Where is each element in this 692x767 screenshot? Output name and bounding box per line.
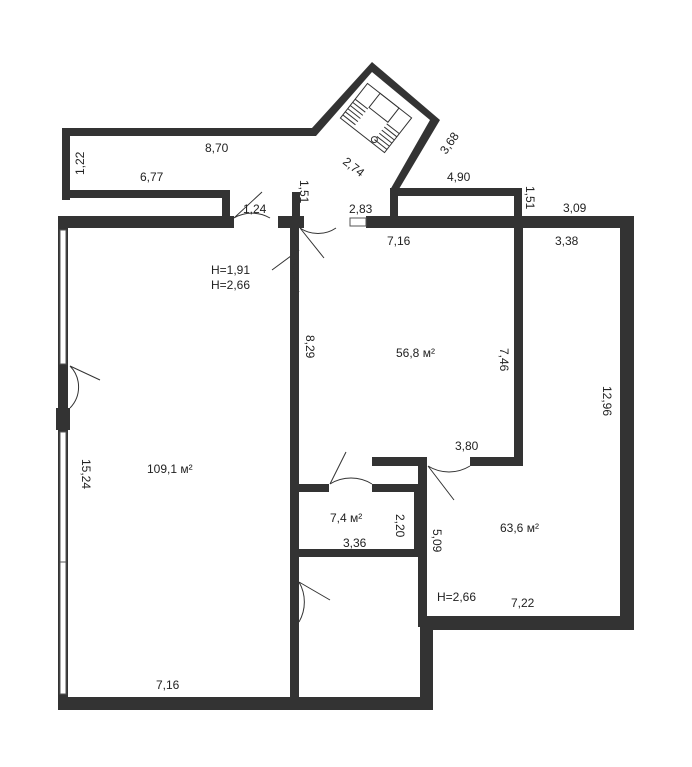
door-stairs <box>299 227 337 259</box>
area-1091: 109,1 м² <box>147 462 193 476</box>
area-636: 63,6 м² <box>500 521 539 535</box>
dim-380: 3,80 <box>455 439 479 453</box>
wall-746 <box>514 228 523 464</box>
height-191: H=1,91 <box>211 263 250 277</box>
dim-1296: 12,96 <box>600 386 614 416</box>
wall-380 <box>470 457 523 466</box>
dim-220: 2,20 <box>393 514 407 538</box>
wall-small-top-b <box>372 484 422 492</box>
window-1 <box>59 229 67 365</box>
wall-490-left <box>390 190 398 228</box>
wall-small-bottom <box>299 549 422 557</box>
dim-368: 3,68 <box>437 129 462 156</box>
wall-pillar <box>56 408 70 430</box>
wall-step <box>420 616 433 710</box>
wall-inner-677 <box>62 190 230 198</box>
walls <box>56 62 634 710</box>
dim-122: 1,22 <box>73 151 87 175</box>
dim-716-top: 7,16 <box>387 234 411 248</box>
labels: 8,70 1,22 6,77 2,74 3,68 4,90 1,51 1,51 … <box>73 129 614 692</box>
dim-151-right: 1,51 <box>523 186 537 210</box>
area-74: 7,4 м² <box>330 511 362 525</box>
wall-490-top <box>390 188 520 196</box>
dim-151-left: 1,51 <box>297 180 311 204</box>
wall-small-right <box>414 484 423 557</box>
dim-746: 7,46 <box>497 348 511 372</box>
wall-top-left <box>58 216 234 228</box>
wall-small-top-a <box>299 484 329 492</box>
wall-corridor-top <box>62 62 440 200</box>
wall-151-right <box>514 188 522 228</box>
wall-380-left <box>372 457 422 466</box>
doors <box>69 191 471 623</box>
wall-right <box>620 216 634 630</box>
dim-829: 8,29 <box>303 335 317 359</box>
door-h191 <box>271 249 300 293</box>
wall-829 <box>290 228 299 710</box>
dim-870: 8,70 <box>205 141 229 155</box>
dim-124: 1,24 <box>243 202 267 216</box>
door-lower <box>298 581 331 623</box>
dim-274: 2,74 <box>340 154 367 180</box>
door-small-room <box>329 451 373 485</box>
dim-509: 5,09 <box>430 529 444 553</box>
height-266-left: H=2,66 <box>211 278 250 292</box>
stair-steps <box>342 98 400 150</box>
dim-336: 3,36 <box>343 536 367 550</box>
stair-marker <box>370 136 378 144</box>
wall-top-right <box>366 216 630 228</box>
window-283 <box>349 217 367 227</box>
dim-716-bottom: 7,16 <box>156 678 180 692</box>
dim-1524: 15,24 <box>79 459 93 489</box>
door-380 <box>427 465 471 501</box>
dim-309: 3,09 <box>563 201 587 215</box>
dim-338: 3,38 <box>555 234 579 248</box>
door-124 <box>233 191 271 219</box>
staircase <box>339 82 413 154</box>
dim-722: 7,22 <box>511 596 535 610</box>
door-left <box>69 365 101 409</box>
stair-landing <box>368 92 400 123</box>
dim-490: 4,90 <box>447 170 471 184</box>
wall-bottom-right <box>420 616 634 630</box>
window-2 <box>59 431 67 563</box>
wall-151-left <box>292 192 300 228</box>
window-3 <box>59 561 67 695</box>
wall-inner-677-end <box>222 190 230 218</box>
windows <box>59 217 367 695</box>
dim-677: 6,77 <box>140 170 164 184</box>
wall-bottom <box>58 697 433 710</box>
area-568: 56,8 м² <box>396 346 435 360</box>
dim-283: 2,83 <box>349 202 373 216</box>
wall-top-stub <box>278 216 304 228</box>
height-266-right: H=2,66 <box>437 590 476 604</box>
